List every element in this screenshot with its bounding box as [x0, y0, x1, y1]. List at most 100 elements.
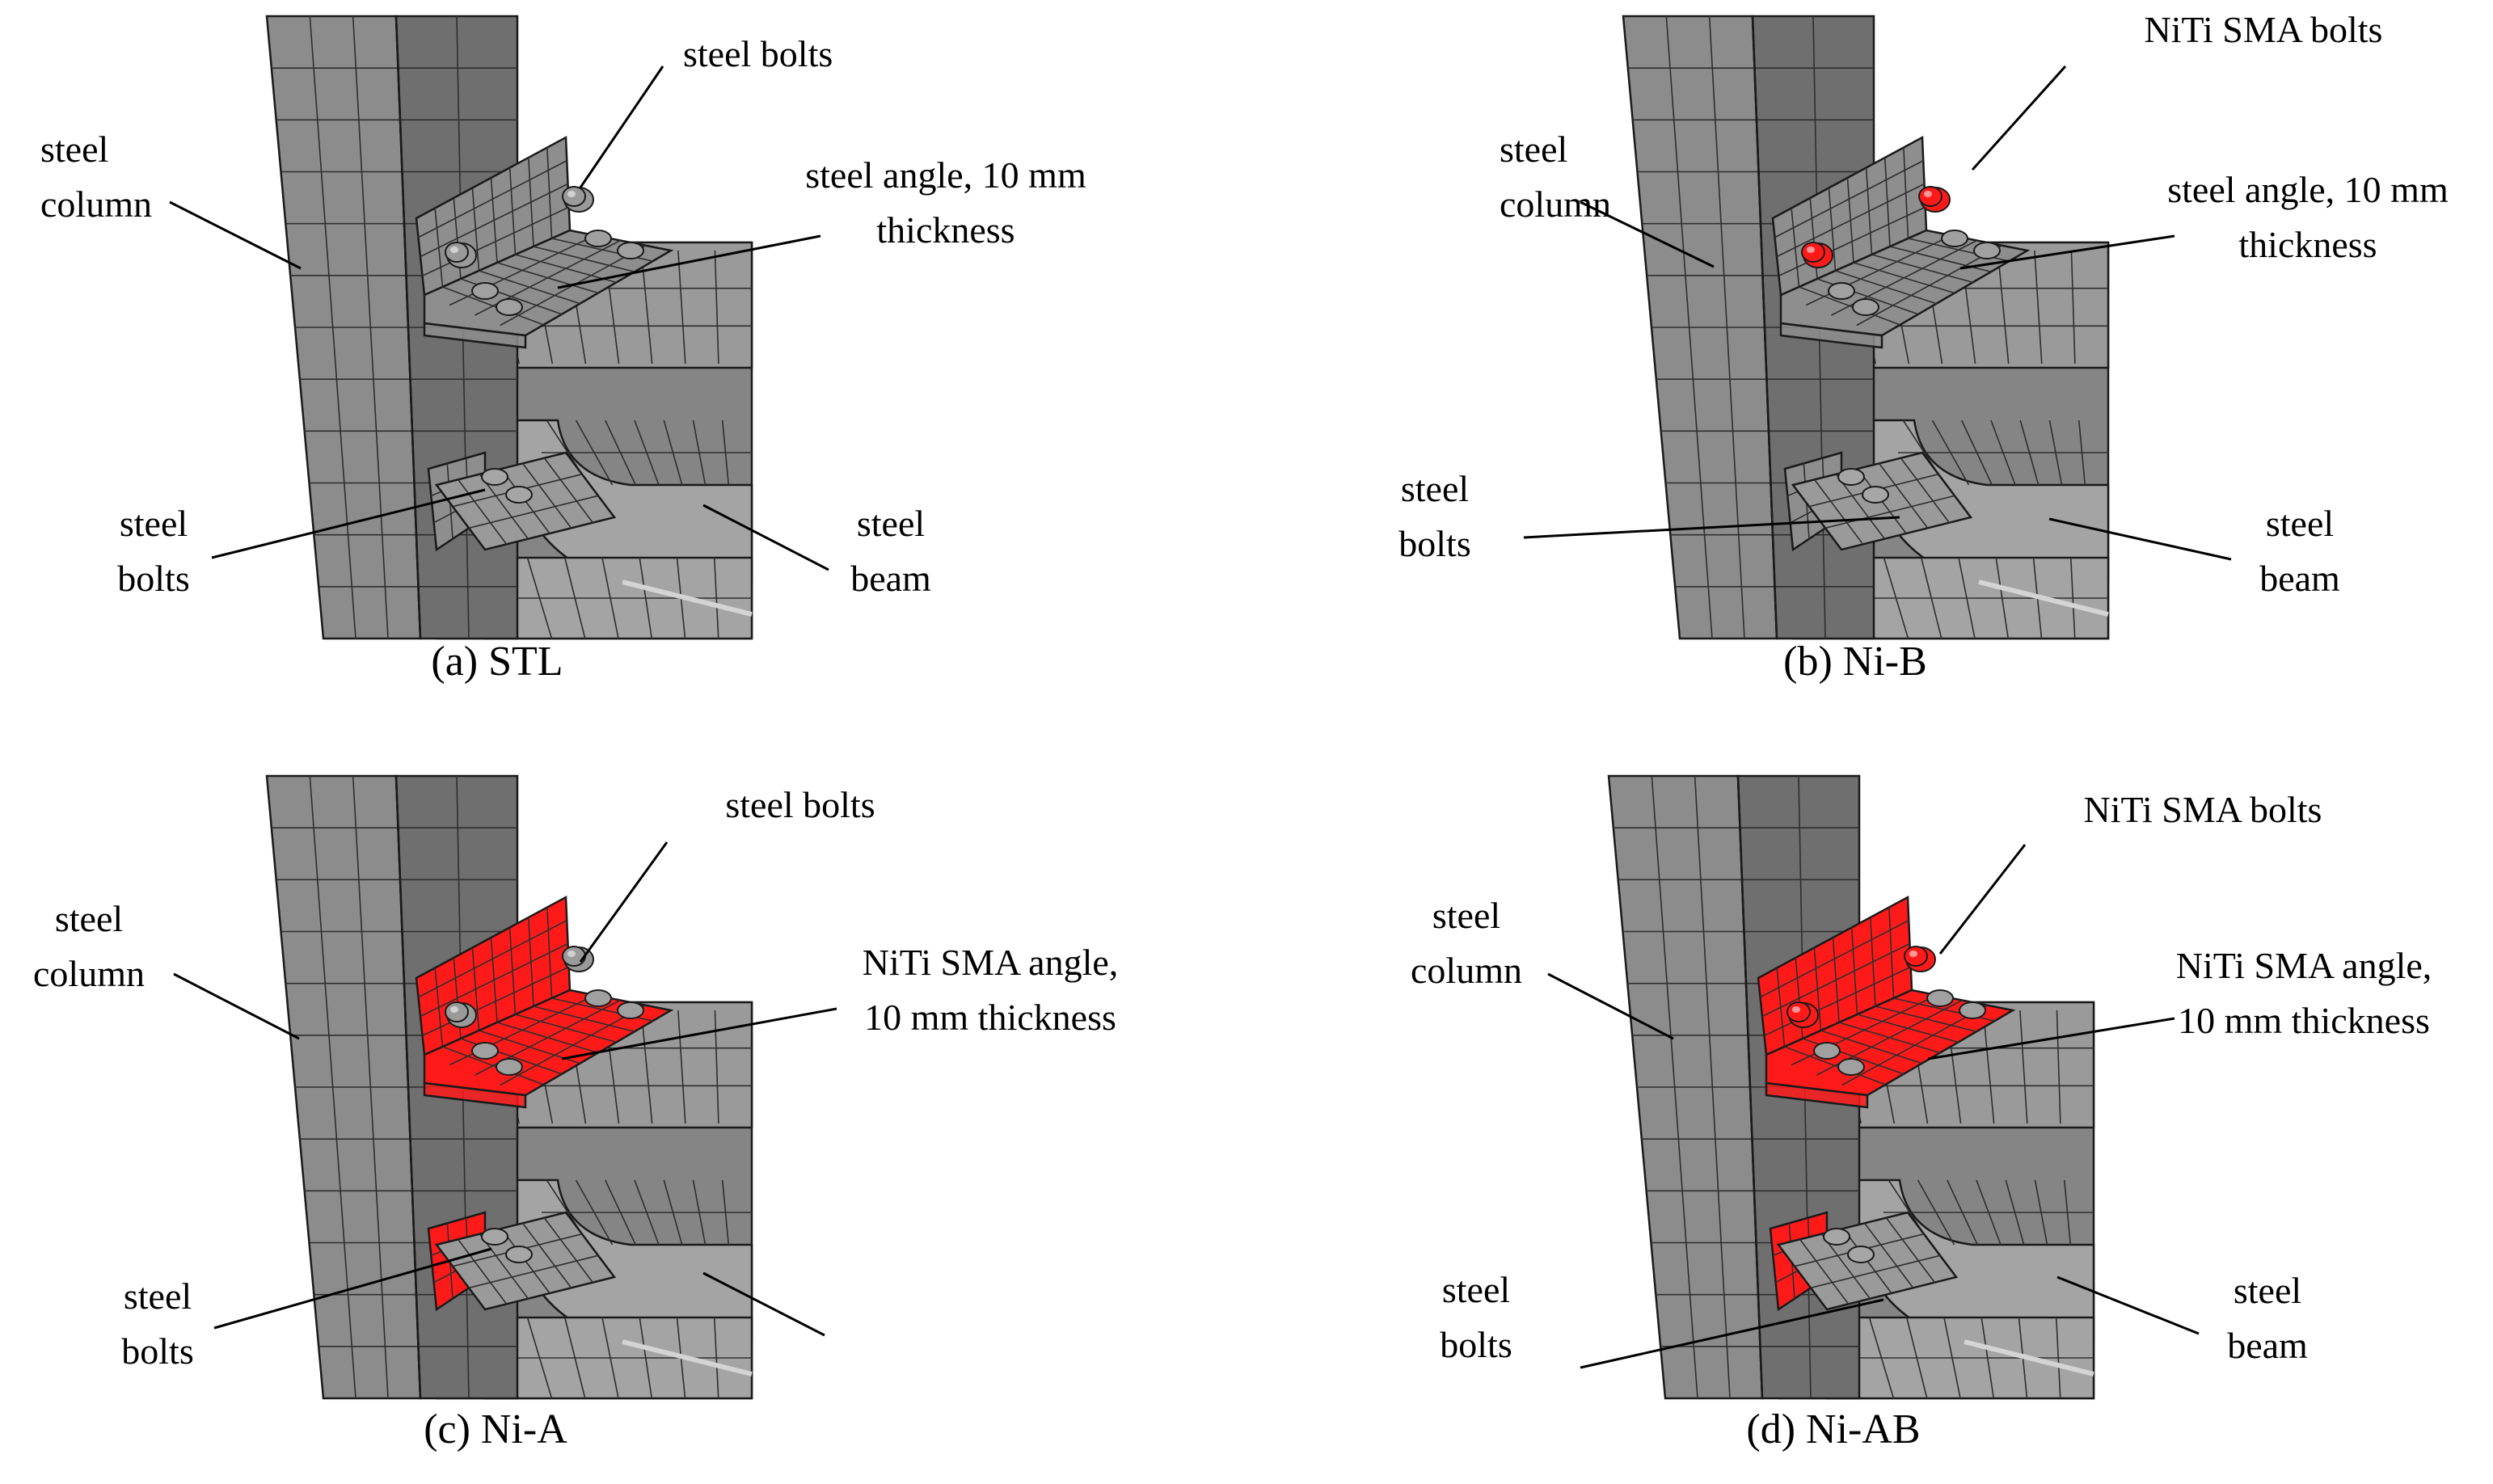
mesh-line: [677, 250, 686, 365]
label-line: steel: [1401, 468, 1469, 509]
top-bolt-right: [562, 186, 594, 213]
label-top-bolts: NiTi SMA bolts: [2145, 9, 2383, 50]
mesh-line: [2056, 1010, 2061, 1124]
leader-top-bolts: [579, 841, 669, 963]
mesh-line: [1824, 495, 1955, 529]
top-angle-edge: [423, 1081, 527, 1109]
label-line: beam: [2227, 1325, 2308, 1366]
column-front-mesh: [1613, 775, 1761, 1399]
mesh-line: [1764, 966, 1912, 1036]
leader-bottom-bolts: [1580, 1298, 1884, 1369]
mesh-line: [500, 1005, 647, 1086]
leader-angle: [557, 234, 821, 289]
mesh-line: [468, 495, 599, 529]
bolt-highlight: [450, 247, 458, 253]
mesh-line: [422, 966, 570, 1036]
label-line: steel: [55, 898, 123, 939]
top-bolt-left: [1801, 242, 1833, 268]
label-top-bolts: steel bolts: [683, 33, 833, 74]
label-line: column: [1500, 183, 1611, 225]
bolt-highlight: [1807, 247, 1815, 253]
label-line: thickness: [876, 209, 1014, 251]
bolt-highlight: [567, 951, 576, 957]
panel-caption: (d) Ni-AB: [1746, 1406, 1920, 1452]
beam-web-highlight: [622, 1339, 753, 1376]
angle-nut-2: [1973, 242, 2001, 259]
mesh-line: [1864, 1222, 1914, 1288]
bottom-nut-2: [505, 1246, 533, 1263]
label-line: bolts: [117, 558, 189, 599]
mesh-line: [714, 1010, 719, 1124]
mesh-line: [1778, 206, 1926, 276]
bolt-highlight: [1924, 191, 1932, 197]
leader-beam: [702, 504, 829, 571]
leader-beam: [702, 1271, 825, 1337]
bottom-angle-horizontal-mesh: [1794, 1217, 1941, 1305]
mesh-line: [1885, 1217, 1935, 1284]
beam-web-highlight: [1964, 1339, 2094, 1376]
mesh-line: [1776, 183, 1925, 258]
mesh-line: [2034, 250, 2043, 365]
angle-nut-3: [1813, 1042, 1841, 1060]
mesh-line: [458, 479, 508, 545]
label-line: thickness: [2238, 224, 2377, 265]
top-angle-edge: [1779, 322, 1883, 349]
bottom-nut-1: [481, 468, 508, 486]
leader-top-bolts: [1971, 65, 2067, 171]
mesh-line: [1814, 479, 1864, 545]
label-line: bolts: [121, 1330, 193, 1372]
label-line: steel: [2266, 503, 2334, 544]
label-line: steel: [857, 503, 925, 544]
mesh-line: [1799, 1238, 1850, 1305]
column-front-mesh: [1627, 15, 1775, 639]
leader-column: [1547, 972, 1674, 1040]
mesh-line: [677, 1010, 686, 1124]
leader-beam: [2056, 1275, 2200, 1335]
leader-top-bolts: [1938, 844, 2027, 955]
label-line: steel angle, 10 mm: [2167, 169, 2449, 210]
top-angle-vertical-mesh: [418, 907, 570, 1048]
bottom-nut-2: [1847, 1246, 1875, 1263]
leader-bottom-bolts: [213, 1247, 492, 1330]
mesh-line: [420, 183, 568, 258]
label-angle: steel angle, 10 mm thickness: [2167, 169, 2449, 265]
top-angle-vertical-mesh: [1774, 147, 1926, 288]
bolt-highlight: [450, 1006, 458, 1013]
panel-caption: (a) STL: [431, 639, 563, 685]
mesh-line: [1774, 160, 1924, 238]
angle-nut-4: [496, 1058, 523, 1076]
label-beam: steel beam: [2259, 503, 2340, 599]
mesh-line: [1856, 245, 2003, 327]
mesh-line: [640, 1010, 653, 1124]
mesh-line: [479, 1233, 529, 1300]
angle-nut-4: [1852, 298, 1879, 316]
bolt-highlight: [567, 191, 576, 197]
mesh-line: [1900, 457, 1950, 524]
label-angle: NiTi SMA angle,10 mm thickness: [863, 942, 1119, 1038]
angle-nut-2: [617, 242, 644, 259]
beam-web-mesh: [542, 1179, 752, 1246]
top-angle-vertical-mesh: [418, 147, 570, 288]
mesh-line: [2070, 250, 2076, 365]
angle-nut-1: [584, 230, 612, 247]
label-line: steel: [40, 129, 108, 170]
label-line: beam: [2259, 558, 2340, 599]
leader-angle: [1959, 234, 2175, 270]
label-top-bolts: steel bolts: [725, 784, 875, 825]
mesh-line: [420, 942, 568, 1018]
label-line: steel: [1432, 895, 1500, 936]
top-bolt-right: [1904, 946, 1936, 972]
mesh-line: [418, 160, 567, 238]
label-line: steel: [1442, 1269, 1510, 1310]
leader-column: [1580, 200, 1715, 268]
mesh-line: [1982, 1010, 1995, 1124]
